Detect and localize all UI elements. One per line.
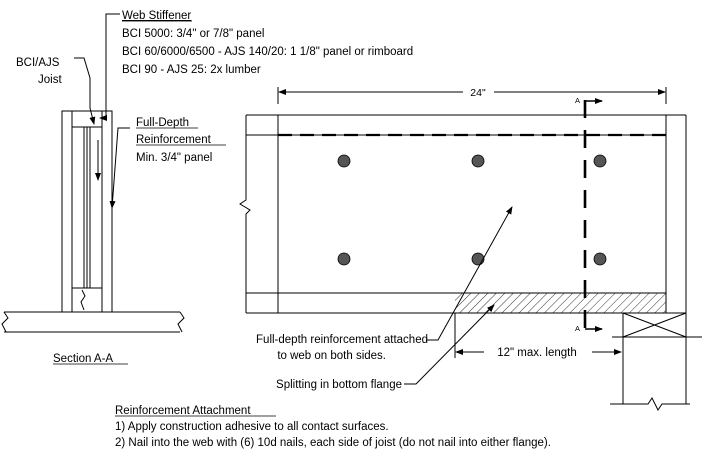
nail bbox=[593, 252, 607, 266]
left-break-line bbox=[239, 115, 251, 313]
splitting-leader bbox=[404, 304, 495, 385]
nail bbox=[471, 154, 485, 168]
attached-callout-line1: Full-depth reinforcement attached bbox=[256, 334, 428, 346]
joist-label-line1: BCI/AJS bbox=[16, 57, 60, 69]
attachment-step1: 1) Apply construction adhesive to all co… bbox=[115, 421, 389, 433]
nail bbox=[337, 154, 351, 168]
full-depth-line2: Reinforcement bbox=[136, 134, 212, 146]
nail bbox=[337, 252, 351, 266]
section-bearing-plate bbox=[1, 311, 185, 333]
dimension-24: 24" bbox=[470, 87, 486, 99]
nail-pattern bbox=[337, 154, 607, 266]
nail bbox=[593, 154, 607, 168]
full-depth-line1: Full-Depth bbox=[136, 117, 189, 129]
nail bbox=[471, 252, 485, 266]
web-stiffener-line3: BCI 90 - AJS 25: 2x lumber bbox=[122, 64, 261, 76]
elevation-view bbox=[239, 87, 702, 411]
section-joist bbox=[61, 110, 113, 313]
section-a-a-view bbox=[1, 13, 185, 333]
section-label: Section A-A bbox=[53, 353, 113, 365]
web-stiffener-line1: BCI 5000: 3/4" or 7/8" panel bbox=[122, 28, 264, 40]
end-bearing-support bbox=[610, 312, 702, 411]
section-mark-top: A bbox=[575, 96, 580, 105]
web-stiffener-line2: BCI 60/6000/6500 - AJS 140/20: 1 1/8" pa… bbox=[122, 46, 413, 58]
section-mark-bottom: A bbox=[575, 324, 580, 333]
full-depth-line3: Min. 3/4" panel bbox=[136, 152, 212, 164]
dimension-12: 12" max. length bbox=[497, 347, 577, 359]
attachment-title: Reinforcement Attachment bbox=[115, 405, 251, 417]
joist-label-line2: Joist bbox=[38, 74, 62, 86]
attachment-step2: 2) Nail into the web with (6) 10d nails,… bbox=[115, 437, 551, 449]
web-stiffener-title: Web Stiffener bbox=[122, 10, 191, 22]
attached-leader bbox=[426, 206, 513, 341]
attached-callout-line2: to web on both sides. bbox=[277, 350, 386, 362]
splitting-callout: Splitting in bottom flange bbox=[276, 379, 402, 391]
splitting-zone bbox=[455, 293, 666, 313]
